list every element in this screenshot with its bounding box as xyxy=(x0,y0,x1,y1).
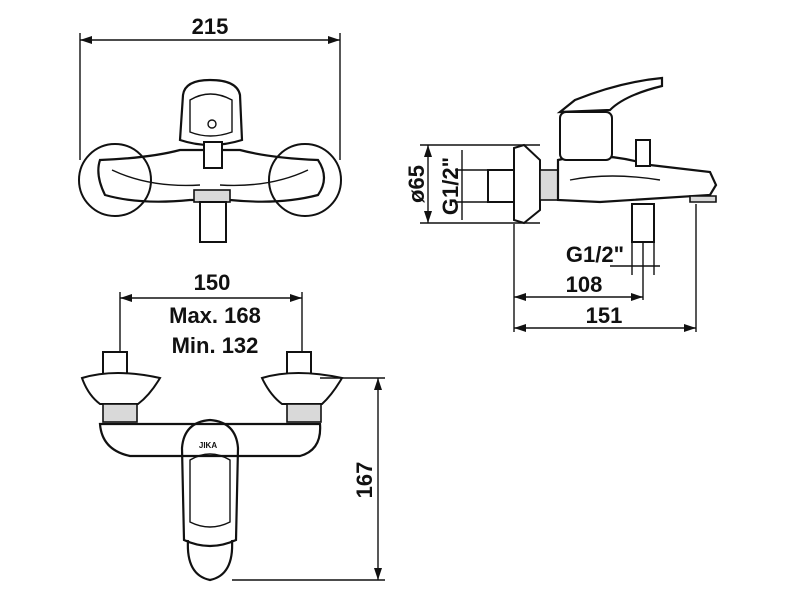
arrow-108-left xyxy=(514,293,526,301)
spout-nut xyxy=(193,189,231,203)
mixer-body-front xyxy=(98,422,322,458)
left-flange xyxy=(80,372,162,405)
max-spacing-label: Max. 168 xyxy=(169,303,261,328)
lever-front-inner xyxy=(189,453,231,528)
lower-outlet xyxy=(631,203,655,243)
arrow-108-right xyxy=(631,293,643,301)
left-nut xyxy=(102,403,138,423)
right-flange xyxy=(260,372,344,405)
arrow-150-right xyxy=(290,294,302,302)
right-inlet-pipe xyxy=(286,351,312,375)
wall-flange xyxy=(513,143,541,225)
outlet-thread-label: G1/2" xyxy=(566,242,624,267)
arrow-167-top xyxy=(374,378,382,390)
inlet-thread-label: G1/2" xyxy=(438,157,463,215)
front-height-label: 167 xyxy=(352,462,377,499)
spout-neck xyxy=(203,141,223,169)
spout-outlet xyxy=(199,201,227,243)
arrow-151-right xyxy=(684,324,696,332)
body-side-contour xyxy=(569,175,661,181)
min-spacing-label: Min. 132 xyxy=(172,333,259,358)
left-wall-disc xyxy=(78,143,152,217)
arrow-right xyxy=(328,36,340,44)
front-view: 150 Max. 168 Min. 132 JIKA 167 xyxy=(80,270,385,582)
outlet-depth-label: 108 xyxy=(566,272,603,297)
inlet-pipe xyxy=(487,169,515,203)
body-contour xyxy=(111,169,309,187)
top-view: 215 xyxy=(78,14,342,243)
lever-inner xyxy=(189,93,233,137)
arrow-up xyxy=(424,145,432,157)
arrow-down xyxy=(424,211,432,223)
cartridge-housing xyxy=(559,111,613,161)
right-nut xyxy=(286,403,322,423)
side-view: ø65 G1/2" G1/2" 108 xyxy=(404,76,718,332)
brand-logo: JIKA xyxy=(199,441,217,450)
arrow-left xyxy=(80,36,92,44)
eccentric-nut xyxy=(539,169,559,201)
lever-front xyxy=(180,418,240,548)
diverter-knob xyxy=(635,139,651,167)
spout-front xyxy=(186,539,234,582)
lever-side xyxy=(556,76,664,114)
mixer-body-top xyxy=(97,148,326,203)
total-depth-label: 151 xyxy=(586,303,623,328)
diameter-label: ø65 xyxy=(404,165,429,203)
left-inlet-pipe xyxy=(102,351,128,375)
arrow-167-bottom xyxy=(374,568,382,580)
arrow-150-left xyxy=(120,294,132,302)
right-wall-disc xyxy=(268,143,342,217)
lever-screw xyxy=(207,119,217,129)
top-width-label: 215 xyxy=(192,14,229,39)
inlet-spacing-label: 150 xyxy=(194,270,231,295)
arrow-151-left xyxy=(514,324,526,332)
spout-tip xyxy=(689,195,717,203)
